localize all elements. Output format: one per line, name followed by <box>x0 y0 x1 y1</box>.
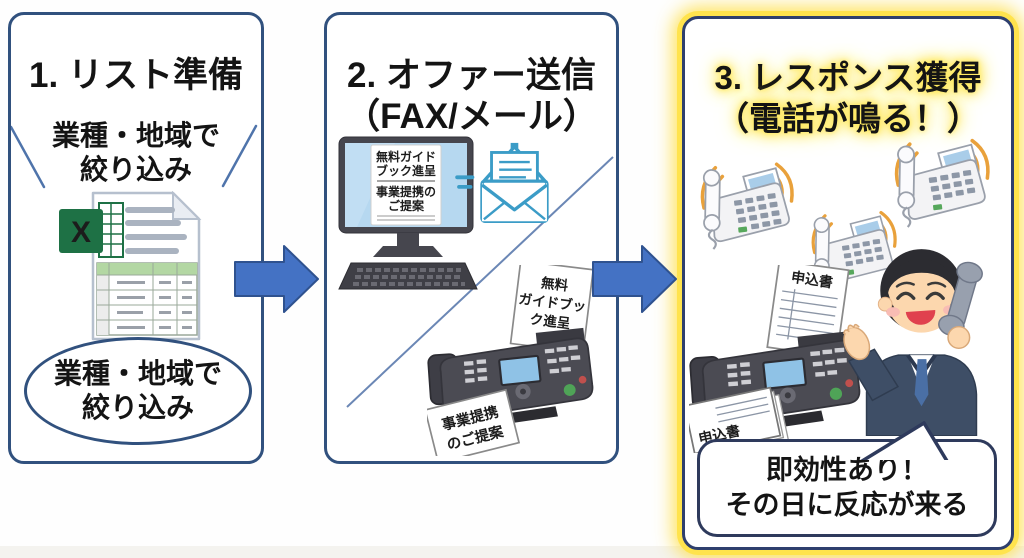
screen-doc-line2: ブック進呈 <box>376 163 436 178</box>
block-arrow-right-icon <box>234 245 319 313</box>
step2-title-line1: 2. オファー送信 <box>347 56 596 96</box>
callout-line2: その日に反応が来る <box>725 490 969 520</box>
excel-logo: X <box>59 202 124 258</box>
block-arrow-right-icon <box>592 245 677 313</box>
keyboard <box>338 262 478 290</box>
excel-logo-letter: X <box>71 216 91 249</box>
happy-eyes <box>896 291 945 300</box>
fax-out-paper: 事業提携 のご提案 <box>427 388 521 456</box>
step1-ellipse-label-line2: 絞り込み <box>81 392 194 423</box>
step3-title-line2: （電話が鳴る！） <box>716 99 980 137</box>
step3-title-line1: 3. レスポンス獲得 <box>714 59 982 97</box>
bubble-tail <box>860 421 949 460</box>
step3-title: 3. レスポンス獲得 （電話が鳴る！） <box>685 58 1011 139</box>
open-envelope-icon <box>455 142 549 223</box>
step1-filter-label: 業種・地域で 絞り込み <box>11 119 261 186</box>
step2-title-line2: （FAX/メール） <box>345 96 598 136</box>
step1-panel: 1. リスト準備 業種・地域で 絞り込み <box>8 12 264 464</box>
screen-doc-line1: 無料ガイド <box>376 149 436 164</box>
screen-doc-line3: 事業提携の <box>376 184 436 199</box>
step1-filter-label-line1: 業種・地域で <box>51 120 220 151</box>
fax-machine-icon: 無料 ガイドブッ ク進呈 <box>427 265 595 456</box>
step1-filter-label-line2: 絞り込み <box>79 153 192 185</box>
excel-file-icon: X <box>59 191 202 341</box>
ringing-desk-phone-icon <box>894 138 990 228</box>
open-hand <box>843 323 871 361</box>
step2-title: 2. オファー送信 （FAX/メール） <box>327 56 616 137</box>
screen-doc-line4: ご提案 <box>388 198 425 213</box>
step1-title: 1. リスト準備 <box>29 56 243 96</box>
callout-bubble: 即効性あり！ その日に反応が来る <box>697 421 997 537</box>
ringing-desk-phone-icon <box>700 162 794 250</box>
handset <box>702 169 721 232</box>
step3-panel: 3. レスポンス獲得 （電話が鳴る！） <box>682 16 1014 550</box>
application-form-label: 申込書 <box>790 269 834 291</box>
spreadsheet-table <box>96 262 198 336</box>
businessman-on-phone-icon <box>843 249 983 436</box>
fax-machine-icon: 申込書 <box>689 265 861 453</box>
step1-filter-ellipse: 業種・地域で 絞り込み <box>24 337 252 445</box>
desktop-monitor-icon: 無料ガイド ブック進呈 事業提携の ご提案 <box>338 136 478 290</box>
fax-in-line3: ク進呈 <box>529 312 571 332</box>
step1-ellipse-label-line1: 業種・地域で <box>53 358 222 390</box>
step2-panel: 2. オファー送信 （FAX/メール） 無料ガイド ブック進呈 事業提携の ご提… <box>324 12 619 464</box>
fax-in-line1: 無料 <box>540 274 569 293</box>
